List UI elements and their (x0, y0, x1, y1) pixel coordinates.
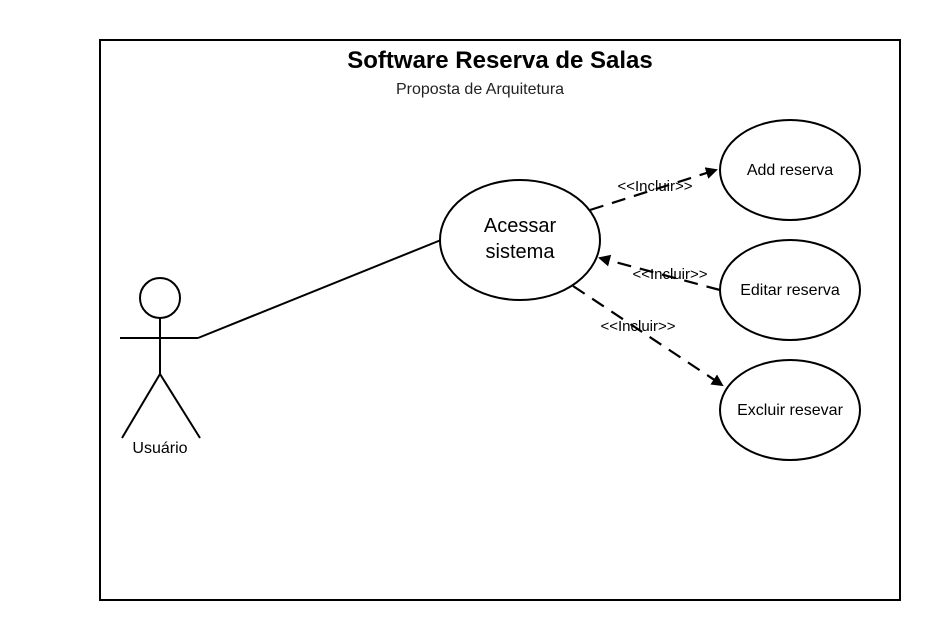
use-case-label-line1: Acessar (484, 215, 557, 237)
use-case-ellipse (719, 119, 861, 221)
use-case-label-line2: sistema (486, 241, 556, 263)
use-case-ellipse (719, 359, 861, 461)
actor-left-leg (121, 373, 161, 439)
association-line (197, 239, 442, 339)
actor-usuario[interactable]: Usuário (120, 277, 201, 457)
use-case-acessar-sistema[interactable]: Acessar sistema (439, 179, 601, 301)
include-label-editar: <<Incluir>> (632, 266, 707, 283)
use-case-ellipse (719, 239, 861, 341)
diagram-subtitle: Proposta de Arquitetura (396, 81, 564, 98)
include-arrow-excluir (572, 285, 724, 387)
use-case-editar-reserva[interactable]: Editar reserva (719, 239, 861, 341)
include-label-add: <<Incluir>> (617, 178, 692, 195)
use-case-label: Excluir resevar (737, 402, 843, 419)
use-case-label: Editar reserva (740, 282, 840, 299)
actor-label: Usuário (132, 440, 187, 457)
include-arrow-editar (598, 254, 721, 292)
actor-right-leg (159, 373, 201, 439)
include-label-excluir: <<Incluir>> (600, 318, 675, 335)
use-case-label: Add reserva (747, 162, 833, 179)
use-case-excluir-resevar[interactable]: Excluir resevar (719, 359, 861, 461)
diagram-title: Software Reserva de Salas (347, 47, 653, 74)
use-case-add-reserva[interactable]: Add reserva (719, 119, 861, 221)
use-case-ellipse (439, 179, 601, 301)
